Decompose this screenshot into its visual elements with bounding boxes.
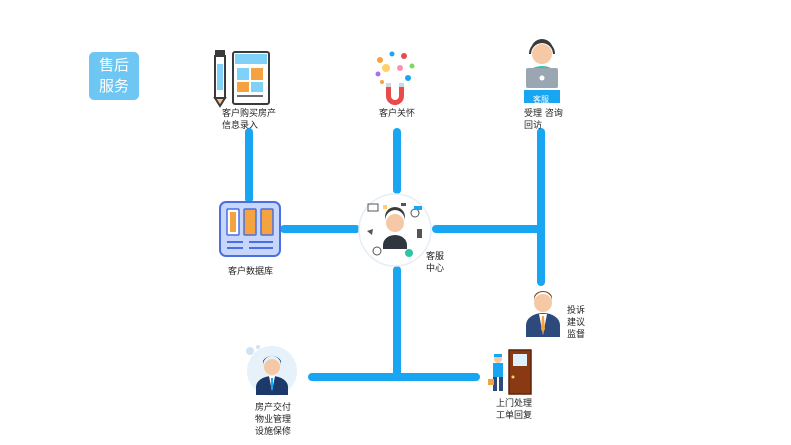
property-label: 房产交付 物业管理 设施保修 xyxy=(255,403,292,437)
pipe-database-to-center xyxy=(280,225,360,233)
database-label: 客户数据库 xyxy=(228,267,274,277)
magnet-icon xyxy=(375,51,415,105)
service-desk-badge: 客服 xyxy=(533,95,549,104)
customer-service-agent-icon xyxy=(524,39,560,103)
customer-care-label: 客户关怀 xyxy=(379,109,416,119)
pipe-center-to-right xyxy=(432,225,544,233)
complaint-label: 投诉 建议 监督 xyxy=(567,306,586,340)
pipe-purchase-to-database xyxy=(245,128,253,203)
pipe-center-down xyxy=(393,266,401,379)
title-badge: 售后 服务 xyxy=(89,52,139,100)
purchase-info-label: 客户购买房产 信息录入 xyxy=(222,109,277,131)
service-desk-label: 受理 咨询 回访 xyxy=(524,109,563,131)
notebook-pencil-icon xyxy=(213,50,270,108)
onsite-label: 上门处理 工单回复 xyxy=(496,399,533,421)
repair-worker-door-icon xyxy=(488,349,532,395)
service-center-hub-icon xyxy=(358,193,432,267)
property-manager-icon xyxy=(246,345,297,396)
title-line-1: 售后 xyxy=(98,56,129,74)
title-line-2: 服务 xyxy=(98,77,129,95)
database-panel-icon xyxy=(219,201,281,257)
businessman-icon xyxy=(526,291,560,337)
pipe-service-desk-vertical xyxy=(537,128,545,286)
center-label: 客服 中心 xyxy=(426,252,445,274)
pipe-bottom-horizontal xyxy=(308,373,480,381)
pipe-care-to-center xyxy=(393,128,401,194)
